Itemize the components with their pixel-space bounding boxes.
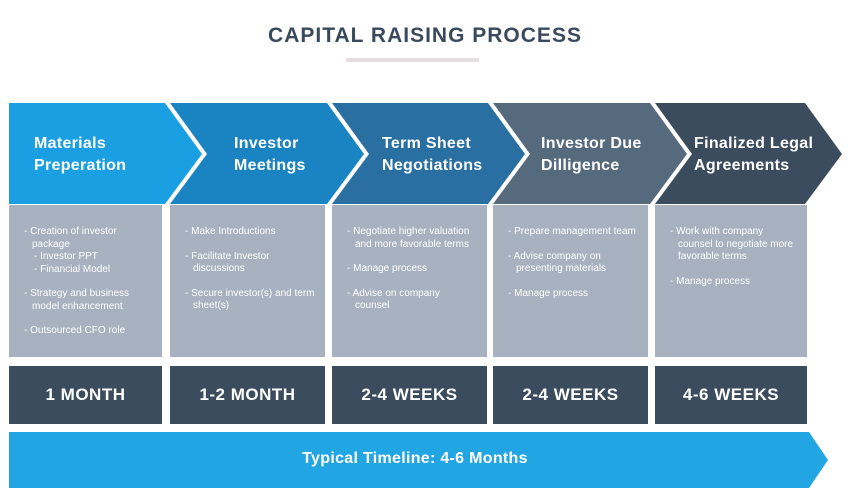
step-2-title-line-2: Meetings: [234, 157, 306, 174]
step-3-details: Negotiate higher valuation and more favo…: [332, 205, 487, 357]
chevron-step-1: [9, 103, 202, 204]
list-item: Manage process: [670, 276, 797, 289]
step-4-title-line-1: Investor Due: [541, 135, 642, 152]
timeline-arrow: [9, 432, 828, 488]
list-item: Outsourced CFO role: [24, 325, 152, 338]
list-item: Strategy and business model enhancement: [24, 288, 152, 313]
list-item: Secure investor(s) and term sheet(s): [185, 288, 315, 313]
page-title: CAPITAL RAISING PROCESS: [268, 24, 582, 47]
list-item: Prepare management team: [508, 226, 638, 239]
step-2-duration: 1-2 MONTH: [170, 366, 325, 424]
chevron-step-4: [493, 103, 687, 204]
list-item: Make Introductions: [185, 226, 315, 239]
step-5-details: Work with company counsel to negotiate m…: [655, 205, 807, 357]
step-3-duration: 2-4 WEEKS: [332, 366, 487, 424]
step-5-title: Finalized Legal Agreements: [694, 133, 813, 177]
step-1-details: Creation of investor package Investor PP…: [9, 205, 162, 357]
chevron-step-3: [332, 103, 525, 204]
title-underline: [346, 58, 479, 62]
step-5-title-line-2: Agreements: [694, 157, 790, 174]
list-item: Advise company on presenting materials: [508, 251, 638, 276]
step-1-duration: 1 MONTH: [9, 366, 162, 424]
timeline-label: Typical Timeline: 4-6 Months: [302, 450, 528, 467]
list-item: Manage process: [508, 288, 638, 301]
step-1-title: Materials Preperation: [34, 133, 126, 177]
sub-list-item: Investor PPT: [34, 251, 152, 264]
list-item: Advise on company counsel: [347, 288, 477, 313]
step-1-title-line-2: Preperation: [34, 157, 127, 174]
list-item: Work with company counsel to negotiate m…: [670, 226, 797, 264]
sub-list-item: Financial Model: [34, 264, 152, 277]
chevron-step-2: [170, 103, 364, 204]
list-item-text: Creation of investor package: [30, 226, 117, 250]
step-4-duration: 2-4 WEEKS: [493, 366, 648, 424]
list-item: Creation of investor package Investor PP…: [24, 226, 152, 276]
list-item: Facilitate Investor discussions: [185, 251, 315, 276]
list-item: Negotiate higher valuation and more favo…: [347, 226, 477, 251]
step-2-title-line-1: Investor: [234, 135, 299, 152]
step-4-title: Investor Due Dilligence: [541, 133, 642, 177]
step-2-details: Make Introductions Facilitate Investor d…: [170, 205, 325, 357]
chevron-step-5: [655, 103, 842, 204]
step-4-title-line-2: Dilligence: [541, 157, 620, 174]
step-5-duration: 4-6 WEEKS: [655, 366, 807, 424]
step-3-title: Term Sheet Negotiations: [382, 133, 483, 177]
step-5-title-line-1: Finalized Legal: [694, 135, 814, 152]
list-item: Manage process: [347, 263, 477, 276]
step-1-title-line-1: Materials: [34, 135, 107, 152]
step-4-details: Prepare management team Advise company o…: [493, 205, 648, 357]
step-2-title: Investor Meetings: [234, 133, 306, 177]
step-3-title-line-2: Negotiations: [382, 157, 483, 174]
step-3-title-line-1: Term Sheet: [382, 135, 471, 152]
